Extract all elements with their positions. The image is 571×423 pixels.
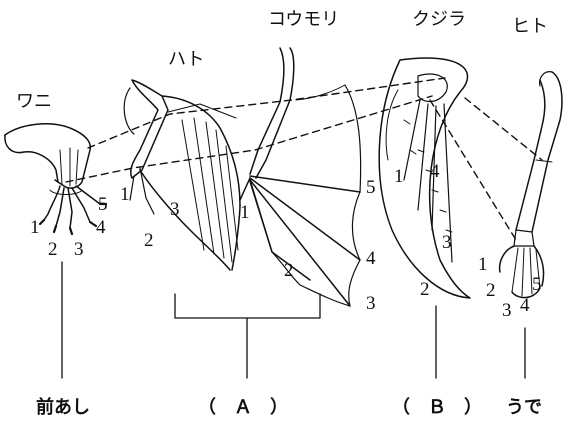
digits-whale: 1 2 3 4 xyxy=(394,161,452,300)
digit-label: 5 xyxy=(532,274,542,295)
digit-label: 2 xyxy=(48,239,58,260)
digit-label: 2 xyxy=(144,230,154,251)
digits-human: 1 2 3 4 5 xyxy=(478,254,542,321)
homology-dashed-lines xyxy=(65,77,543,241)
digit-label: 1 xyxy=(30,217,40,238)
bat-wing xyxy=(239,47,362,307)
digit-label: 5 xyxy=(98,194,108,215)
digit-label: 3 xyxy=(74,239,84,260)
digit-label: 4 xyxy=(520,295,530,316)
label-pigeon: ハト xyxy=(168,49,205,70)
human-arm xyxy=(498,71,563,299)
digit-label: 2 xyxy=(486,280,496,301)
digit-label: 3 xyxy=(170,199,180,220)
label-crocodile: ワニ xyxy=(16,91,52,112)
digit-label: 1 xyxy=(478,254,488,275)
digit-label: 3 xyxy=(366,293,376,314)
digit-label: 3 xyxy=(502,300,512,321)
digit-label: 4 xyxy=(366,248,376,269)
digit-label: 2 xyxy=(420,279,430,300)
digit-label: 4 xyxy=(96,217,106,238)
pigeon-wing xyxy=(123,79,241,271)
digits-pigeon: 1 2 3 xyxy=(120,184,180,251)
label-whale: クジラ xyxy=(412,9,466,30)
label-blank-a: （ Ａ ） xyxy=(198,397,288,418)
whale-flipper xyxy=(378,57,471,299)
label-foreleg: 前あし xyxy=(36,396,90,418)
digit-label: 1 xyxy=(120,184,130,205)
leader-lines xyxy=(61,261,526,379)
digit-label: 1 xyxy=(394,166,404,187)
label-human: ヒト xyxy=(512,16,548,37)
crocodile-forelimb xyxy=(4,123,108,236)
digit-label: 1 xyxy=(240,202,250,223)
digit-label: 2 xyxy=(284,260,294,281)
label-bat: コウモリ xyxy=(268,9,339,30)
digit-label: 5 xyxy=(366,177,376,198)
digit-label: 4 xyxy=(430,161,440,182)
label-blank-b: （ Ｂ ） xyxy=(392,397,482,418)
digits-bat: 1 2 3 4 5 xyxy=(240,177,376,314)
digits-crocodile: 1 2 3 4 5 xyxy=(30,194,108,260)
digit-label: 3 xyxy=(442,232,452,253)
label-arm: うで xyxy=(506,397,542,418)
